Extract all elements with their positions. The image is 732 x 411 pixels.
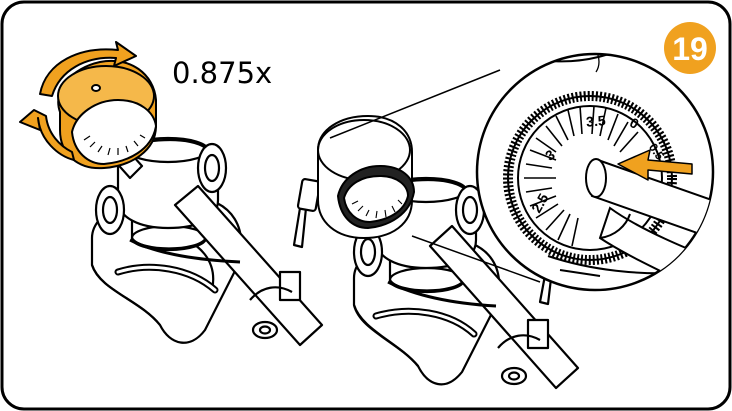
zoom-dial-ticks [524,105,639,247]
right-dial-ticks [351,199,403,219]
rotate-arrow [39,41,137,97]
step-badge: 19 [664,22,716,74]
left-dial-ticks [83,134,146,156]
left-counterweight [19,41,157,170]
indicator-arrow [617,149,693,181]
speed-setting-label: 0.875x [172,56,272,90]
left-tonearm [90,126,324,347]
zoom-detail: 2.5 3 3.5 0 0.5 [475,52,715,292]
right-counterweight [317,69,541,283]
step-number: 19 [672,31,708,67]
dial-mark-3-5: 3.5 [585,112,606,130]
